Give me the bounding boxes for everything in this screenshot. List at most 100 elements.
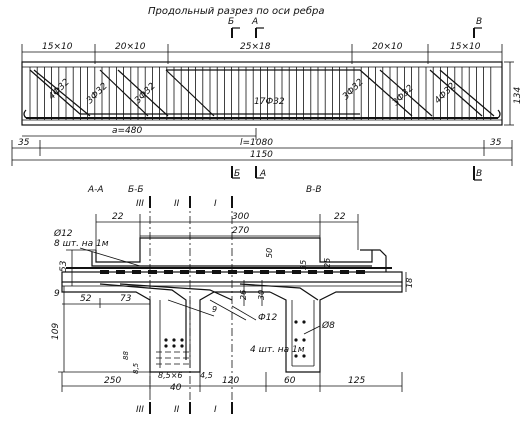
- svg-text:l=1080: l=1080: [240, 138, 273, 148]
- deck-bar-block: [356, 270, 365, 274]
- height-dimension: 134: [504, 61, 523, 126]
- svg-text:120: 120: [222, 376, 239, 386]
- deck-bar-block: [148, 270, 157, 274]
- svg-text:270: 270: [232, 226, 249, 236]
- deck-bar-block: [180, 270, 189, 274]
- cross-section-labels: А-А Б-Б В-В III II I III II I: [87, 185, 322, 415]
- svg-text:109: 109: [51, 323, 61, 340]
- cross-left-dims: 53 109 9: [51, 249, 150, 373]
- svg-text:250: 250: [104, 376, 121, 386]
- svg-text:9: 9: [54, 289, 60, 299]
- dim-total-1150: 1150: [12, 150, 512, 161]
- girder-right: [269, 282, 403, 373]
- svg-text:53: 53: [59, 260, 69, 272]
- svg-text:4,5: 4,5: [200, 371, 213, 380]
- svg-text:8,5: 8,5: [132, 362, 140, 374]
- label-roman-3-bottom: III: [136, 405, 144, 415]
- note-8pcs: 8 шт. на 1м: [54, 239, 109, 249]
- rebar-notes: Ø12 8 шт. на 1м Ф12 4 шт. на 1м Ø8: [53, 228, 335, 355]
- bar-label-4f32-right: 4Ф32: [433, 81, 458, 106]
- svg-text:88: 88: [122, 351, 130, 360]
- svg-text:1150: 1150: [250, 150, 273, 160]
- deck-bar-block: [100, 270, 109, 274]
- rib-bar-dot: [294, 320, 298, 324]
- bar-label-3f32-a: 3Ф32: [85, 81, 110, 106]
- label-roman-2-bottom: II: [174, 405, 180, 415]
- note-d12: Ø12: [53, 228, 73, 239]
- svg-text:52: 52: [80, 294, 92, 304]
- dims-mid-vertical: 50 35 25 18 26 30 9: [212, 248, 414, 314]
- rib-bar-dot: [172, 338, 176, 342]
- deck-bar-block: [308, 270, 317, 274]
- note-4pcs: 4 шт. на 1м: [250, 345, 305, 355]
- rib-bar-dot: [180, 344, 184, 348]
- dim-20x10-left: 20×10: [115, 42, 146, 52]
- svg-text:300: 300: [232, 212, 249, 222]
- section-mark-b-bottom: Б: [231, 166, 240, 179]
- deck-bar-block: [132, 270, 141, 274]
- section-axes: [149, 196, 233, 414]
- rib-bar-dot: [180, 338, 184, 342]
- svg-text:В: В: [476, 169, 482, 179]
- svg-text:а=480: а=480: [112, 126, 143, 136]
- rib-bar-dot: [294, 338, 298, 342]
- svg-text:Б: Б: [228, 17, 234, 27]
- label-roman-1: I: [214, 199, 217, 209]
- deck-bar-block: [260, 270, 269, 274]
- svg-text:18: 18: [405, 278, 414, 288]
- deck-rebar-blocks: [100, 270, 365, 274]
- section-mark-b-top: Б: [228, 17, 240, 38]
- deck-bar-block: [292, 270, 301, 274]
- deck-bar-block: [196, 270, 205, 274]
- dim-20x10-right: 20×10: [372, 42, 403, 52]
- svg-text:В: В: [476, 17, 482, 27]
- svg-text:А: А: [259, 169, 266, 179]
- svg-text:9: 9: [212, 305, 217, 314]
- dim-35-left: 35: [18, 138, 30, 148]
- svg-text:25: 25: [323, 258, 332, 268]
- svg-text:35: 35: [299, 260, 308, 270]
- deck-bar-block: [228, 270, 237, 274]
- deck-bar-block: [340, 270, 349, 274]
- rib-rebars: [164, 320, 306, 358]
- svg-text:А: А: [251, 17, 258, 27]
- svg-text:22: 22: [334, 212, 346, 222]
- dim-a-480: а=480: [22, 126, 257, 140]
- rib-bar-dot: [302, 320, 306, 324]
- bar-label-3f32-d: 3Ф32: [391, 83, 416, 108]
- top-dimension-chain: 15×10 20×10 25×18 20×10 15×10: [21, 42, 503, 64]
- svg-text:50: 50: [265, 248, 274, 258]
- deck-bar-block: [212, 270, 221, 274]
- cross-top-dims: 22 300 22 270: [95, 212, 359, 250]
- hanger-bars: [99, 283, 319, 360]
- rib-bar-dot: [294, 354, 298, 358]
- bar-label-17f32: 17Ф32: [254, 97, 285, 107]
- rib-bar-dot: [164, 338, 168, 342]
- svg-text:73: 73: [120, 294, 132, 304]
- dim-25x18: 25×18: [240, 42, 271, 52]
- rib-bottom-bars: 88 8,5 8,5×6 4,5: [122, 351, 213, 380]
- dim-l-1080: l=1080 35 35: [11, 138, 513, 166]
- dim-15x10-right: 15×10: [450, 42, 481, 52]
- svg-text:125: 125: [348, 376, 365, 386]
- svg-text:60: 60: [284, 376, 296, 386]
- section-mark-a-bottom: А: [255, 166, 266, 179]
- deck-bar-block: [164, 270, 173, 274]
- deck-bar-block: [244, 270, 253, 274]
- label-roman-2: II: [174, 199, 180, 209]
- section-mark-a-top: А: [251, 17, 264, 38]
- dim-134: 134: [513, 87, 523, 104]
- bar-label-3f32-c: 3Ф32: [341, 77, 366, 102]
- deck-slab: [61, 237, 403, 287]
- note-d8: Ø8: [321, 320, 335, 331]
- dims-52-73: 52 73: [62, 294, 150, 308]
- note-f12: Ф12: [258, 313, 277, 323]
- label-roman-1-bottom: I: [214, 405, 217, 415]
- svg-text:22: 22: [112, 212, 124, 222]
- drawing-title: Продольный разрез по оси ребра: [148, 5, 324, 17]
- rib-bar-dot: [302, 354, 306, 358]
- svg-text:Б: Б: [234, 169, 240, 179]
- label-vv: В-В: [306, 185, 322, 195]
- rib-bar-dot: [172, 344, 176, 348]
